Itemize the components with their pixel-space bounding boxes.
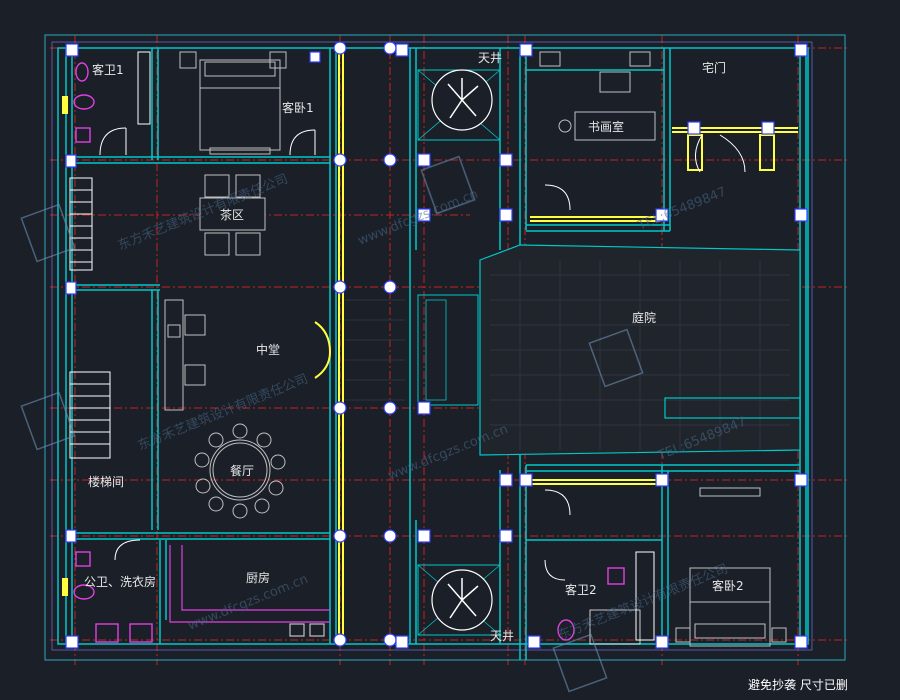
- dining-table: [194, 423, 286, 519]
- courtyard-paving: [417, 244, 801, 456]
- label-courtyard: 庭院: [632, 310, 656, 325]
- door-swings: [99, 127, 746, 581]
- label-entrance: 宅门: [702, 60, 726, 75]
- yellow-marks: [62, 96, 68, 596]
- label-guest-bed-2: 客卧2: [712, 578, 744, 593]
- corridor-paving: [345, 299, 405, 401]
- label-guest-bath-1: 客卫1: [92, 62, 124, 77]
- label-guest-bed-1: 客卧1: [282, 100, 314, 115]
- label-central-hall: 中堂: [256, 342, 280, 357]
- outer-boundary: [44, 34, 846, 661]
- stair-flight: [69, 177, 111, 459]
- label-skylight-bottom: 天井: [490, 629, 514, 643]
- label-skylight-top: 天井: [478, 51, 502, 65]
- kitchen-counter: [169, 545, 330, 637]
- columns: [65, 41, 808, 649]
- label-stair: 楼梯间: [88, 474, 124, 489]
- label-kitchen: 厨房: [246, 570, 270, 585]
- label-public-bath: 公卫、洗衣房: [84, 574, 156, 589]
- label-guest-bath-2: 客卫2: [565, 582, 597, 597]
- label-dining: 餐厅: [230, 463, 254, 478]
- watermark-stamps: [20, 155, 644, 693]
- label-tea-area: 茶区: [220, 207, 244, 222]
- skylight-bottom-tree: [417, 564, 501, 636]
- label-study: 书画室: [588, 119, 624, 134]
- bed-guest-1: [179, 51, 287, 151]
- tv-cabinet: [209, 147, 761, 497]
- wardrobes: [137, 51, 655, 641]
- footer-note: 避免抄袭 尺寸已删: [748, 678, 848, 692]
- skylight-top-tree: [417, 69, 501, 141]
- hall-furniture: [164, 299, 206, 411]
- tea-table: [199, 174, 266, 256]
- bed-guest-2: [675, 567, 787, 647]
- bath-fixtures: [73, 62, 641, 645]
- study-furniture: [539, 51, 656, 141]
